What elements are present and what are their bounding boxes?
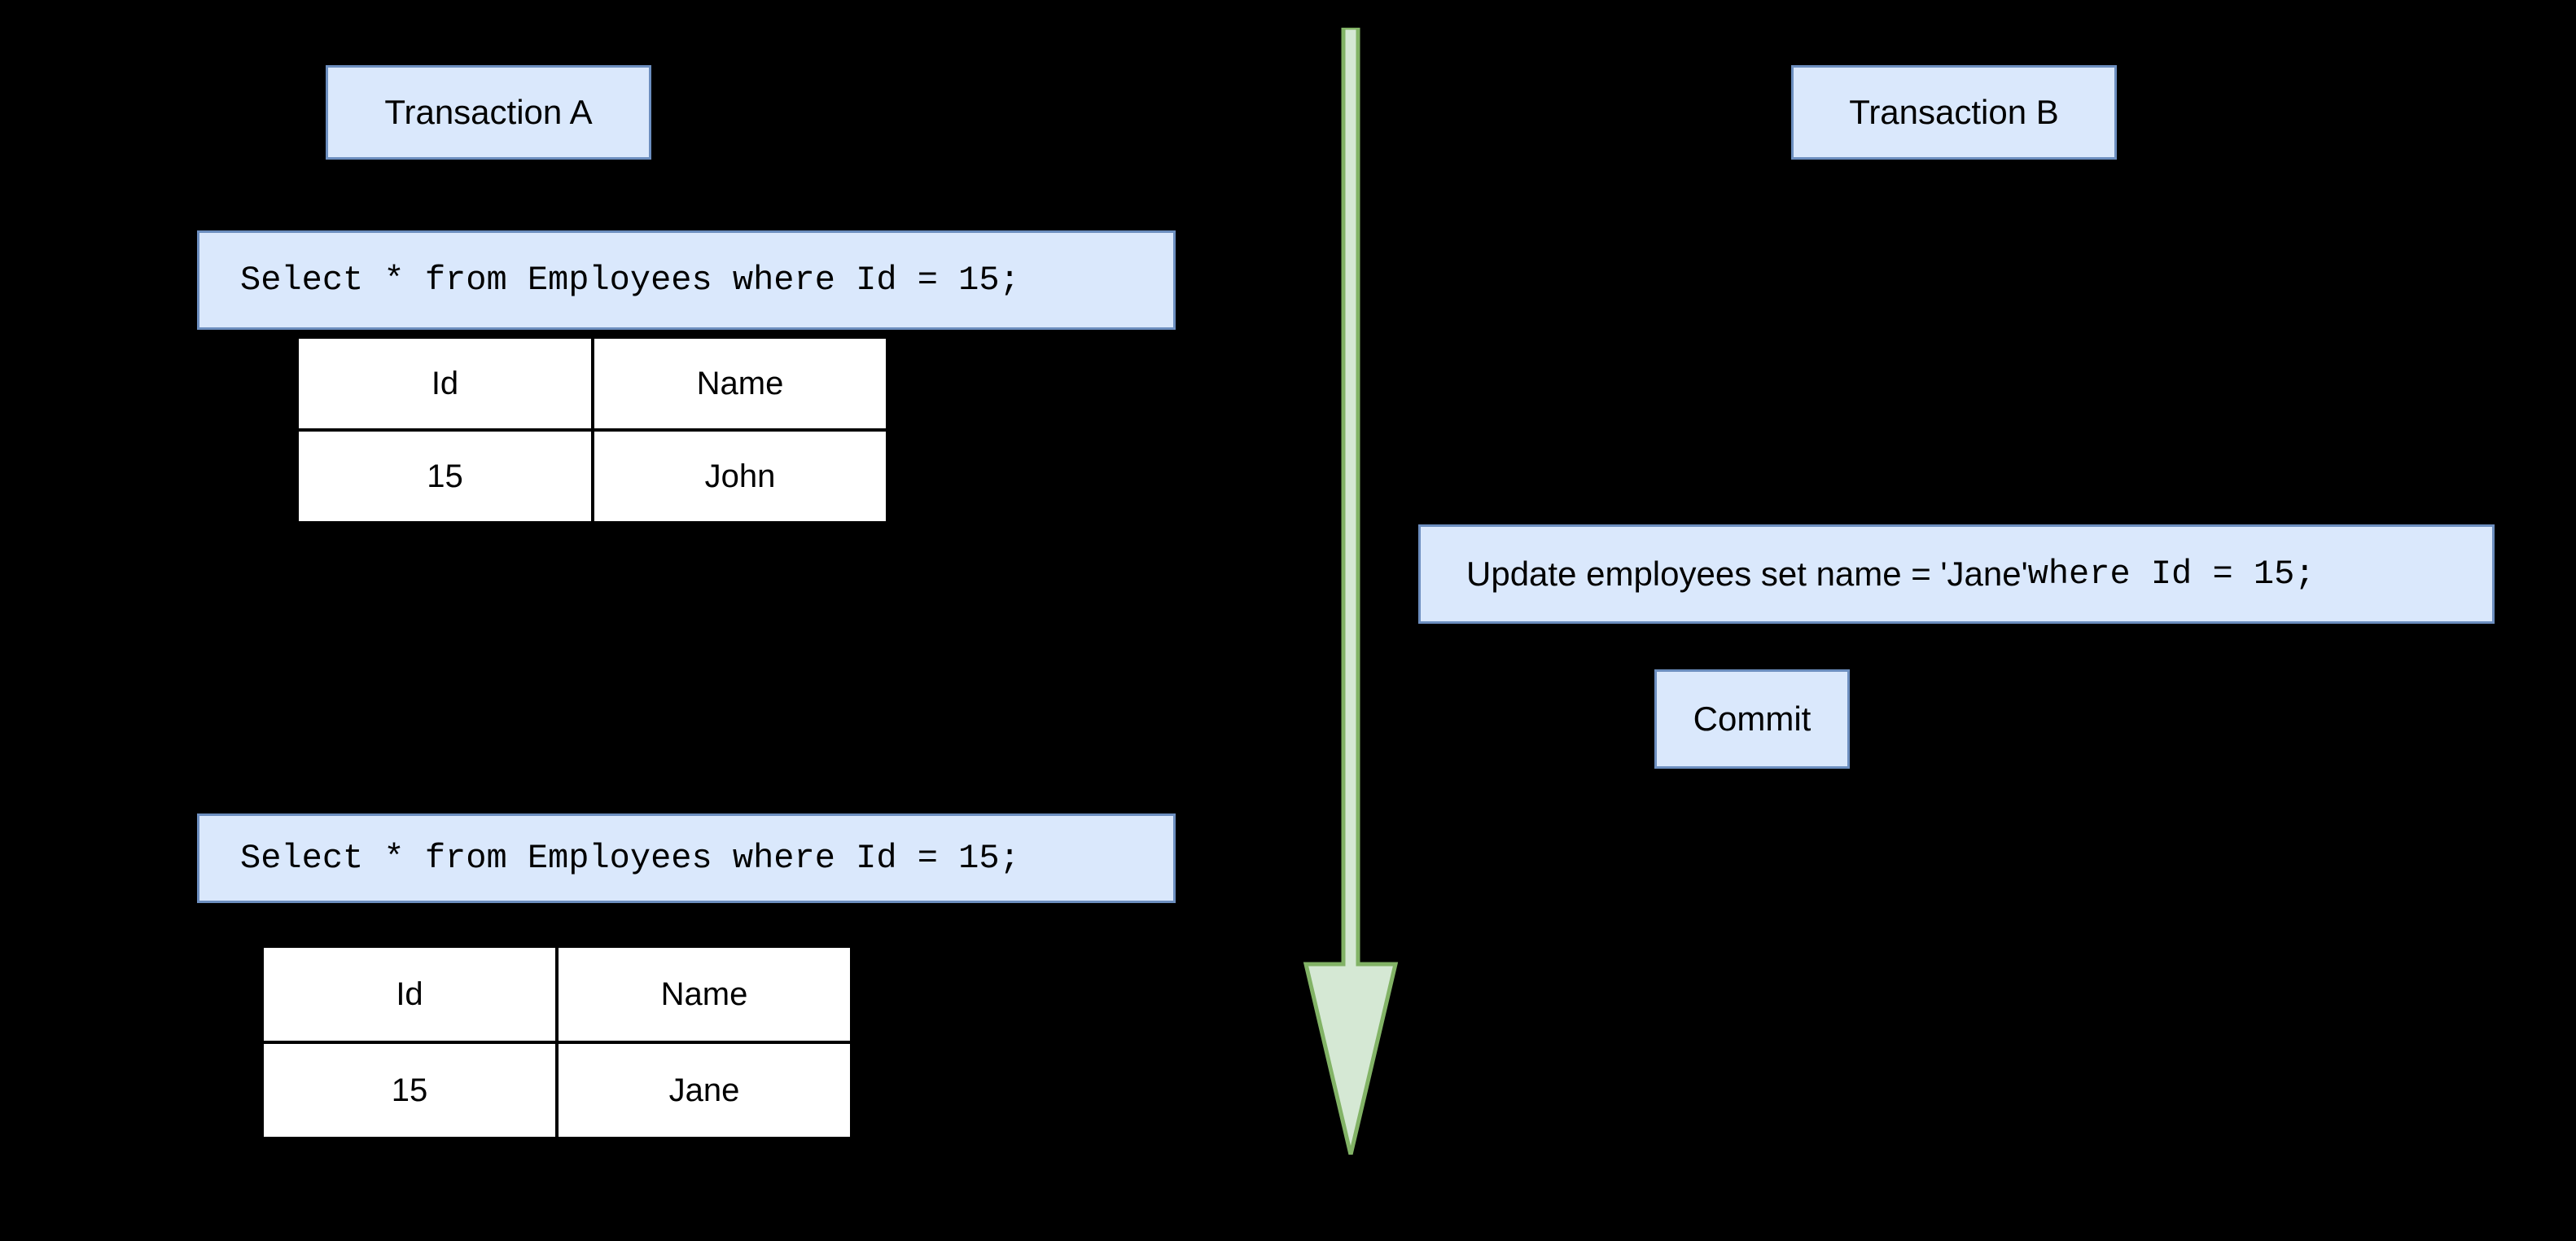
table-cell-id: 15 <box>296 428 594 524</box>
transaction-a-label: Transaction A <box>384 93 593 131</box>
transaction-a-first-query-box: Select * from Employees where Id = 15; <box>197 230 1176 330</box>
table-header-name: Name <box>555 945 853 1044</box>
table-header-name: Name <box>591 335 889 432</box>
transaction-a-title-box: Transaction A <box>326 65 651 160</box>
transaction-b-title-box: Transaction B <box>1791 65 2117 160</box>
table-row: Id Name <box>261 945 853 1044</box>
table-row: 15 John <box>296 428 889 524</box>
transaction-a-second-query-box: Select * from Employees where Id = 15; <box>197 813 1176 903</box>
timeline-arrow-icon <box>1303 28 1399 1155</box>
transaction-b-update-statement-box: Update employees set name = 'Jane' where… <box>1418 524 2495 624</box>
table-row: 15 Jane <box>261 1041 853 1140</box>
transaction-b-label: Transaction B <box>1849 93 2059 131</box>
transaction-b-update-statement-text: Update employees set name = 'Jane' <box>1466 555 2028 593</box>
table-cell-name: John <box>591 428 889 524</box>
transaction-a-first-query-text: Select * from Employees where Id = 15; <box>240 261 1020 300</box>
transaction-a-second-result-table: Id Name 15 Jane <box>261 945 853 1140</box>
transaction-b-update-predicate-text: where Id = 15; <box>2027 555 2315 594</box>
transaction-a-first-result-table: Id Name 15 John <box>296 335 889 524</box>
table-header-id: Id <box>296 335 594 432</box>
table-cell-name: Jane <box>555 1041 853 1140</box>
transaction-b-commit-box: Commit <box>1654 669 1850 769</box>
table-cell-id: 15 <box>261 1041 559 1140</box>
table-row: Id Name <box>296 335 889 432</box>
table-header-id: Id <box>261 945 559 1044</box>
transaction-b-commit-label: Commit <box>1693 699 1812 738</box>
transaction-a-second-query-text: Select * from Employees where Id = 15; <box>240 839 1020 878</box>
